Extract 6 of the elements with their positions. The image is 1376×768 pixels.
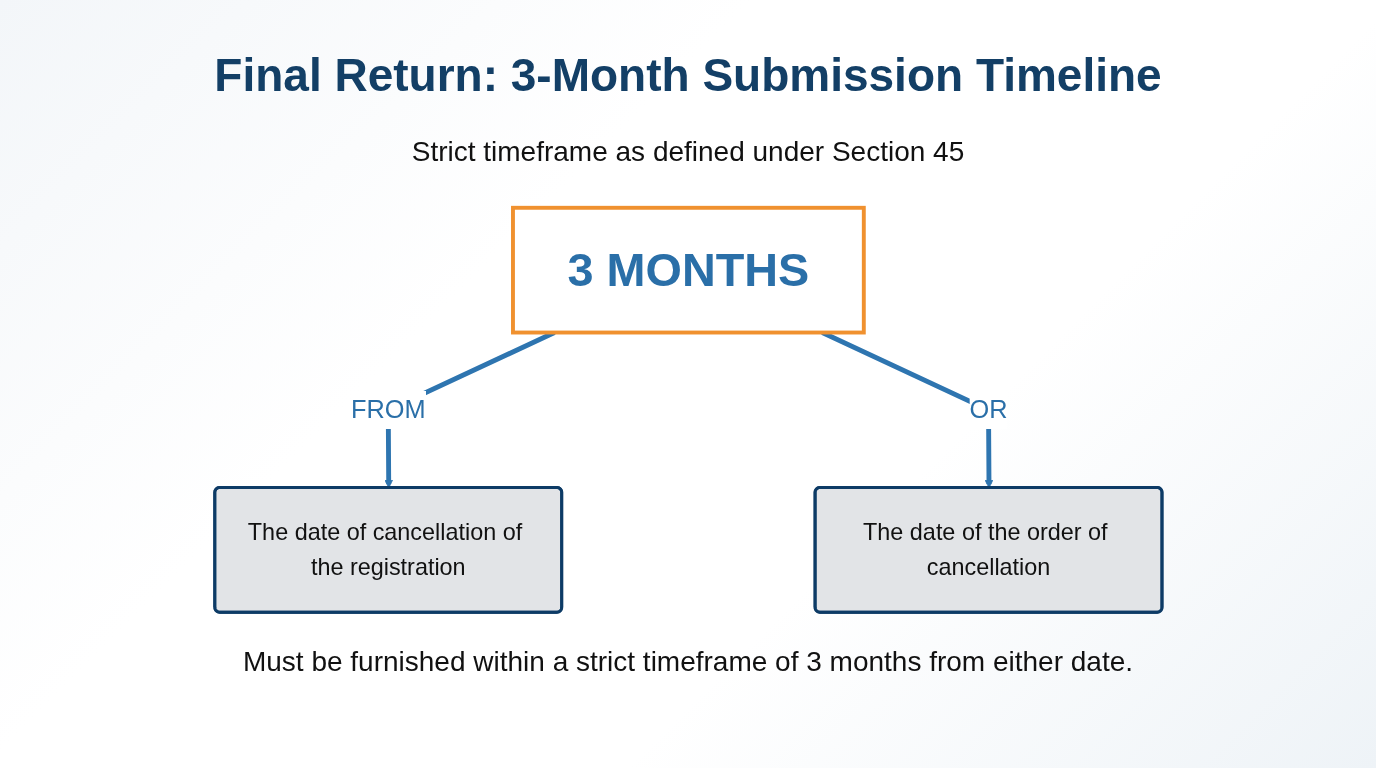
caption: Must be furnished within a strict timeframe of 3 months from either date. bbox=[241, 646, 1135, 678]
edge-label: FROM bbox=[350, 394, 426, 425]
subtitle: Strict timeframe as defined under Section 45 bbox=[410, 136, 966, 168]
node-box: 3 MONTHS bbox=[510, 205, 866, 335]
title: Final Return: 3-Month Submission Timeline bbox=[213, 48, 1163, 102]
edge-label: OR bbox=[969, 394, 1008, 425]
